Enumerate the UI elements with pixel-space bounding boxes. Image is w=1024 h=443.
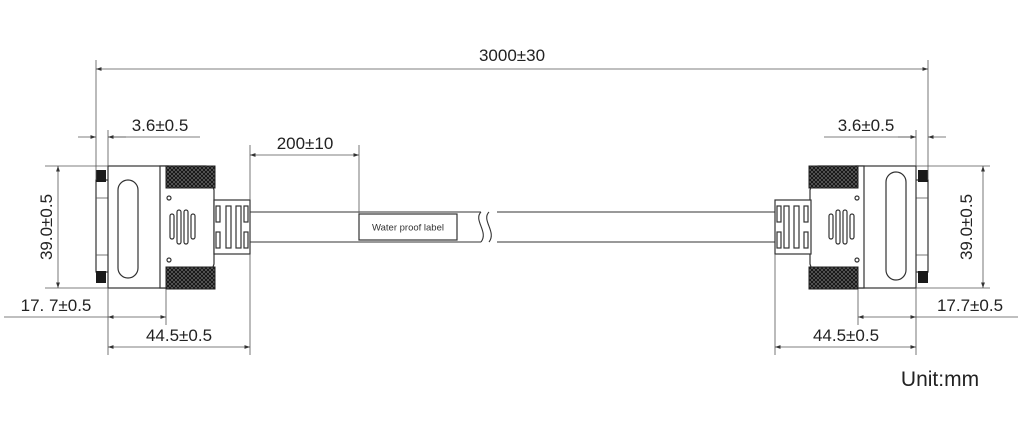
right-height-text: 39.0±0.5 (957, 194, 976, 260)
overall-length-dimension: 3000±30 (95, 46, 929, 180)
right-pin-offset-dimension: 17.7±0.5 (857, 288, 1018, 325)
cable (250, 211, 775, 243)
left-connector-length-dimension: 44.5±0.5 (107, 254, 251, 355)
left-connector (95, 165, 251, 290)
right-top-screw (808, 165, 859, 189)
right-vent-slots (828, 209, 855, 245)
right-slot (885, 171, 907, 281)
right-pin-offset-text: 17.7±0.5 (937, 296, 1003, 315)
left-strain-relief-ribs (215, 205, 249, 249)
left-pin-offset-text: 17. 7±0.5 (21, 296, 92, 315)
left-flange-dimension: 3.6±0.5 (78, 116, 200, 166)
overall-length-text: 3000±30 (479, 46, 545, 65)
label-offset-text: 200±10 (277, 134, 334, 153)
left-height-text: 39.0±0.5 (37, 194, 56, 260)
right-connector-length-dimension: 44.5±0.5 (774, 254, 917, 355)
left-pin-offset-dimension: 17. 7±0.5 (4, 288, 167, 325)
cable-break (478, 211, 484, 243)
right-connector (774, 165, 929, 290)
label-offset-dimension: 200±10 (249, 134, 360, 214)
left-flange-text: 3.6±0.5 (132, 116, 189, 135)
right-connector-length-text: 44.5±0.5 (813, 326, 879, 345)
left-top-screw (165, 165, 216, 189)
svg-text:Water proof label: Water proof label (372, 223, 444, 234)
right-bottom-screw (808, 266, 859, 290)
left-connector-length-text: 44.5±0.5 (146, 326, 212, 345)
left-bottom-screw (165, 266, 216, 290)
left-height-dimension: 39.0±0.5 (37, 165, 108, 289)
left-vent-slots (169, 209, 196, 245)
right-height-dimension: 39.0±0.5 (916, 165, 990, 289)
right-flange-dimension: 3.6±0.5 (824, 116, 946, 166)
unit-text: Unit:mm (901, 368, 979, 391)
waterproof-label: Water proof label (358, 213, 458, 241)
right-flange-text: 3.6±0.5 (838, 116, 895, 135)
left-slot (117, 179, 139, 279)
right-strain-relief-ribs (776, 205, 809, 249)
